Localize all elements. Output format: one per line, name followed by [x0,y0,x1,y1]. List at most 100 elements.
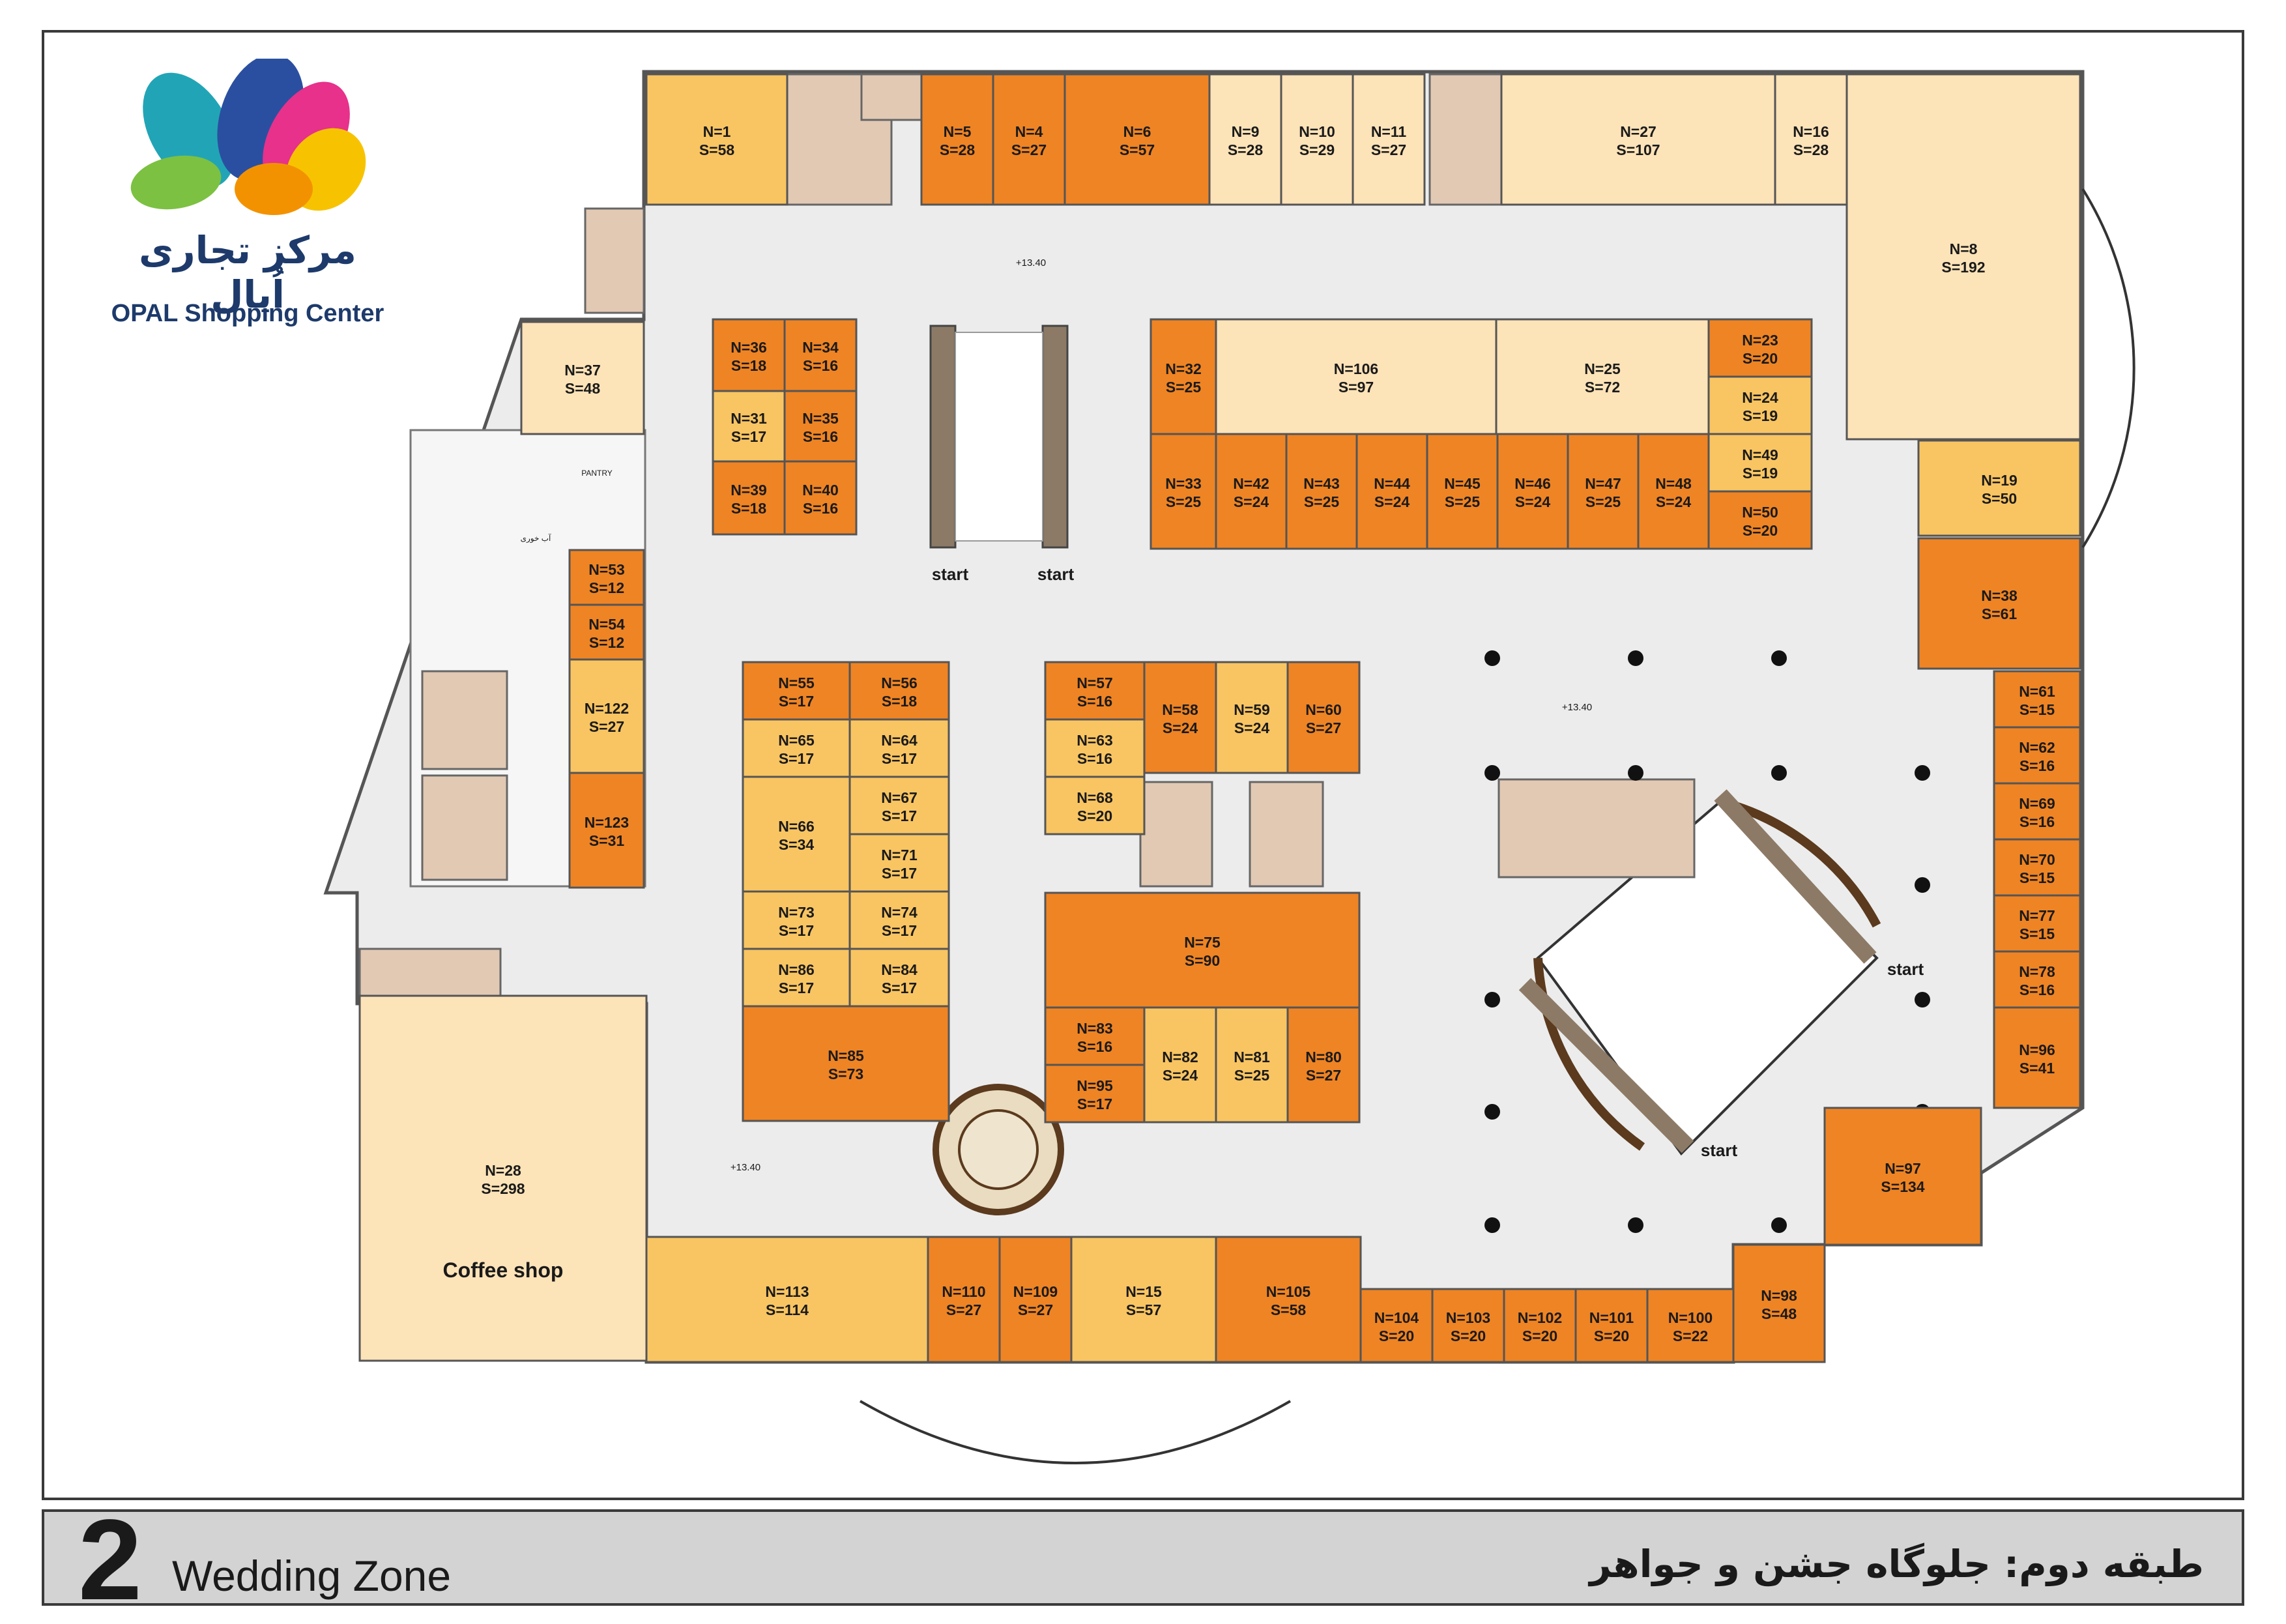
escalator-diag-1 [1714,789,1877,964]
facade-arc-right [2081,188,2135,549]
shop-unit[interactable]: N=59S=24 [1215,661,1289,774]
shop-unit[interactable]: N=34S=16 [783,318,858,392]
shop-unit[interactable]: N=97S=134 [1823,1107,1982,1246]
escalator-left [929,325,957,549]
shop-unit-number: N=48 [1655,475,1692,492]
shop-unit[interactable]: N=9S=28 [1208,73,1282,206]
shop-unit[interactable]: N=67S=17 [848,776,950,835]
shop-unit[interactable]: N=4S=27 [992,73,1066,206]
shop-unit[interactable]: N=55S=17 [742,661,851,721]
shop-unit-shape [1285,433,1358,550]
shop-unit-area: S=24 [1234,493,1269,510]
shop-unit[interactable]: N=50S=20 [1707,490,1813,550]
shop-unit[interactable]: N=49S=19 [1707,433,1813,493]
shop-unit[interactable]: N=33S=25 [1150,433,1217,550]
shop-unit[interactable]: N=95S=17 [1044,1064,1146,1124]
shop-unit[interactable]: N=10S=29 [1280,73,1354,206]
shop-unit[interactable]: N=39S=18 [712,460,786,536]
shop-unit[interactable]: N=1S=58 [645,73,789,206]
shop-unit[interactable]: N=5S=28 [920,73,994,206]
shop-unit[interactable]: N=40S=16 [783,460,858,536]
shop-unit[interactable]: N=23S=20 [1707,318,1813,378]
shop-unit[interactable]: N=6S=57 [1063,73,1211,206]
shop-unit[interactable]: N=32S=25 [1150,318,1217,435]
shop-unit-shape [783,460,858,536]
shop-unit-area: S=16 [803,428,838,445]
shop-unit[interactable]: N=46S=24 [1496,433,1569,550]
shop-unit[interactable]: N=60S=27 [1286,661,1361,774]
shop-unit[interactable]: N=8S=192 [1845,73,2081,441]
shop-unit[interactable]: N=16S=28 [1774,73,1848,206]
shop-unit[interactable]: N=35S=16 [783,390,858,463]
shop-unit[interactable]: N=74S=17 [848,890,950,950]
shop-unit-shape [1150,318,1217,435]
shop-unit[interactable]: N=73S=17 [742,890,851,950]
shop-unit-area: S=25 [1304,493,1340,510]
shop-unit[interactable]: N=42S=24 [1215,433,1288,550]
shop-unit[interactable]: N=45S=25 [1426,433,1499,550]
shop-unit[interactable]: N=65S=17 [742,718,851,778]
shop-unit[interactable]: N=53S=12 [568,549,645,606]
shop-unit[interactable]: N=43S=25 [1285,433,1358,550]
shop-unit-shape [1646,1288,1735,1363]
shop-unit[interactable]: N=98S=48 [1732,1243,1826,1363]
shop-unit[interactable]: N=11S=27 [1352,73,1426,206]
shop-unit-area: S=20 [1743,522,1778,539]
shop-unit[interactable]: N=38S=61 [1917,537,2081,670]
shop-unit[interactable]: N=28S=298 [358,994,648,1362]
shop-unit-shape [1732,1243,1826,1363]
shop-unit[interactable]: N=85S=73 [742,1005,950,1122]
shop-unit[interactable]: N=36S=18 [712,318,786,392]
shop-unit[interactable]: N=57S=16 [1044,661,1146,721]
floor-number: 2 [78,1496,142,1624]
shop-unit[interactable]: N=81S=25 [1215,1006,1289,1124]
shop-unit[interactable]: N=80S=27 [1286,1006,1361,1124]
shop-unit[interactable]: N=15S=57 [1070,1236,1217,1363]
shop-unit[interactable]: N=56S=18 [848,661,950,721]
shop-unit[interactable]: N=47S=25 [1567,433,1640,550]
shop-unit[interactable]: N=77S=15 [1993,894,2081,953]
shop-unit[interactable]: N=96S=41 [1993,1006,2081,1109]
shop-unit[interactable]: N=19S=50 [1917,439,2081,537]
shop-unit[interactable]: N=84S=17 [848,948,950,1008]
shop-unit-number: N=63 [1077,732,1113,749]
shop-unit[interactable]: N=66S=34 [742,776,851,893]
shop-unit[interactable]: N=37S=48 [520,321,645,435]
shop-unit[interactable]: N=27S=107 [1500,73,1776,206]
shop-unit[interactable]: N=75S=90 [1044,892,1361,1009]
shop-unit[interactable]: N=25S=72 [1495,318,1710,435]
shop-unit[interactable]: N=83S=16 [1044,1006,1146,1066]
shop-unit[interactable]: N=63S=16 [1044,718,1146,778]
shop-unit[interactable]: N=61S=15 [1993,670,2081,729]
shop-unit[interactable]: N=44S=24 [1355,433,1428,550]
shop-unit[interactable]: N=82S=24 [1143,1006,1217,1124]
shop-unit[interactable]: N=62S=16 [1993,726,2081,785]
shop-unit[interactable]: N=54S=12 [568,603,645,661]
shop-unit-shape [1993,838,2081,897]
shop-unit[interactable]: N=69S=16 [1993,782,2081,841]
shop-unit[interactable]: N=71S=17 [848,833,950,893]
shop-unit[interactable]: N=58S=24 [1143,661,1217,774]
shop-unit[interactable]: N=48S=24 [1637,433,1710,550]
shop-unit[interactable]: N=64S=17 [848,718,950,778]
shop-unit[interactable]: N=68S=20 [1044,776,1146,835]
shop-unit[interactable]: N=24S=19 [1707,375,1813,435]
shop-unit[interactable]: N=78S=16 [1993,950,2081,1009]
shop-unit[interactable]: N=86S=17 [742,948,851,1008]
shop-unit-shape [1993,726,2081,785]
shop-unit-number: N=70 [2019,851,2055,868]
shop-unit[interactable]: N=31S=17 [712,390,786,463]
shop-unit[interactable]: N=70S=15 [1993,838,2081,897]
